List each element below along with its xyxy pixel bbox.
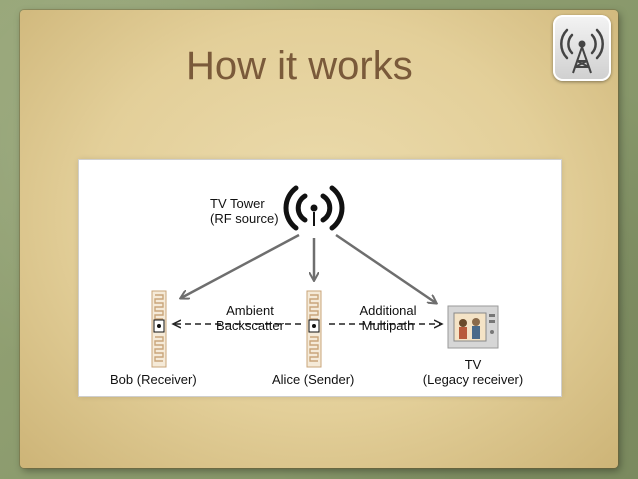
arrow-to-bob <box>181 233 300 298</box>
television-icon <box>447 305 499 349</box>
ambient-label-line1: Ambient <box>226 303 274 318</box>
multipath-label-line2: Multipath <box>361 318 415 333</box>
radio-tower-icon <box>553 15 611 81</box>
multipath-label-line1: Additional <box>359 303 417 318</box>
antenna-tag-icon <box>151 290 167 368</box>
bob-label: Bob (Receiver) <box>110 372 197 387</box>
additional-multipath-label: Additional Multipath <box>349 303 427 333</box>
diagram-panel: TV Tower (RF source) Ambient Backscatter… <box>79 160 561 396</box>
tower-label-line2: (RF source) <box>210 211 279 226</box>
ambient-label-line2: Backscatter <box>216 318 284 333</box>
antenna-tag-icon <box>306 290 322 368</box>
slide-title: How it works <box>186 44 413 88</box>
alice-label: Alice (Sender) <box>272 372 355 387</box>
broadcast-tower-icon <box>283 185 345 231</box>
tower-label-line1: TV Tower <box>210 196 265 211</box>
tower-label: TV Tower (RF source) <box>210 196 279 226</box>
ambient-backscatter-label: Ambient Backscatter <box>207 303 293 333</box>
arrow-to-tv <box>335 233 436 303</box>
signal-arrows <box>181 233 436 303</box>
tv-label-line2: (Legacy receiver) <box>422 372 524 387</box>
tv-label: TV (Legacy receiver) <box>415 357 531 387</box>
tv-label-line1: TV <box>464 357 482 372</box>
